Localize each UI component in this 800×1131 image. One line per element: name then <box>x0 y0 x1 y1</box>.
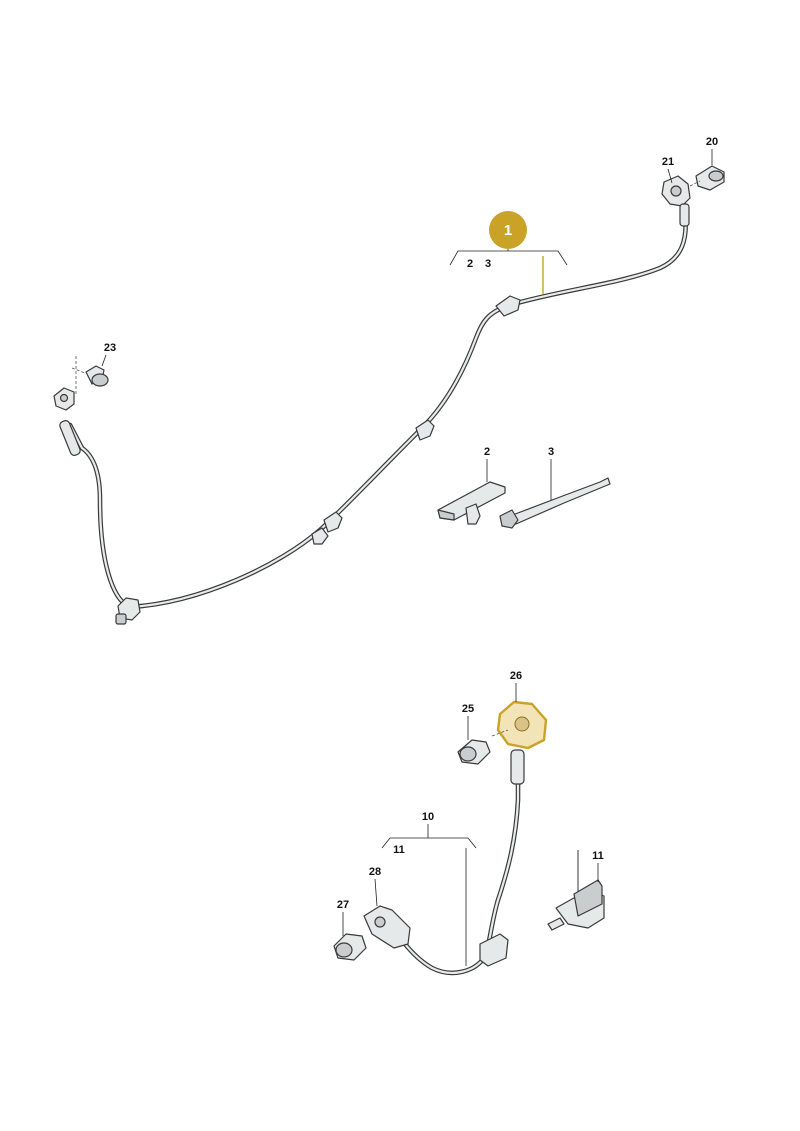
callout-group-1: 1 2 3 <box>449 211 568 294</box>
callout-11: 11 <box>592 850 604 862</box>
cable-clip-mid-3 <box>311 527 329 545</box>
holder-part-11: 11 <box>547 850 605 931</box>
bolt-23 <box>71 356 109 396</box>
nut-25 <box>457 739 491 765</box>
terminal-right-21 <box>661 175 691 227</box>
cable-clip-lower <box>479 933 509 967</box>
cable-upper-outer <box>67 209 688 610</box>
callout-3: 3 <box>548 446 554 458</box>
badge-1-label: 1 <box>504 222 512 239</box>
clip-part-2: 2 <box>437 446 506 525</box>
callout-27: 27 <box>337 899 349 911</box>
callout-21: 21 <box>662 156 674 168</box>
cable-clip-upper <box>495 295 521 317</box>
callout-2: 2 <box>484 446 490 458</box>
callout-1-sub-2: 2 <box>467 258 473 270</box>
cable-grommet-bottom <box>115 597 141 625</box>
nut-27 <box>333 933 367 961</box>
callout-25: 25 <box>462 703 474 715</box>
terminal-28 <box>363 905 411 949</box>
callout-20: 20 <box>706 136 718 148</box>
terminal-26-highlighted <box>491 700 548 750</box>
terminal-left <box>53 387 81 456</box>
callout-26: 26 <box>510 670 522 682</box>
callout-23: 23 <box>104 342 116 354</box>
cable-clip-mid-2 <box>323 511 343 533</box>
callout-10: 10 <box>422 811 434 823</box>
cable-assembly-upper: 1 2 3 20 21 23 <box>53 136 725 625</box>
cable-tie-part-3: 3 <box>499 446 611 529</box>
cable-clip-mid-1 <box>415 419 435 441</box>
nut-20 <box>689 165 725 191</box>
callout-28: 28 <box>369 866 381 878</box>
callout-10-sub-11: 11 <box>393 844 405 856</box>
badge-1 <box>489 211 527 249</box>
cable-upper-inner <box>68 210 687 609</box>
callout-1-sub-3: 3 <box>485 258 491 270</box>
cable-assembly-lower: 10 11 25 26 27 28 <box>333 670 548 976</box>
